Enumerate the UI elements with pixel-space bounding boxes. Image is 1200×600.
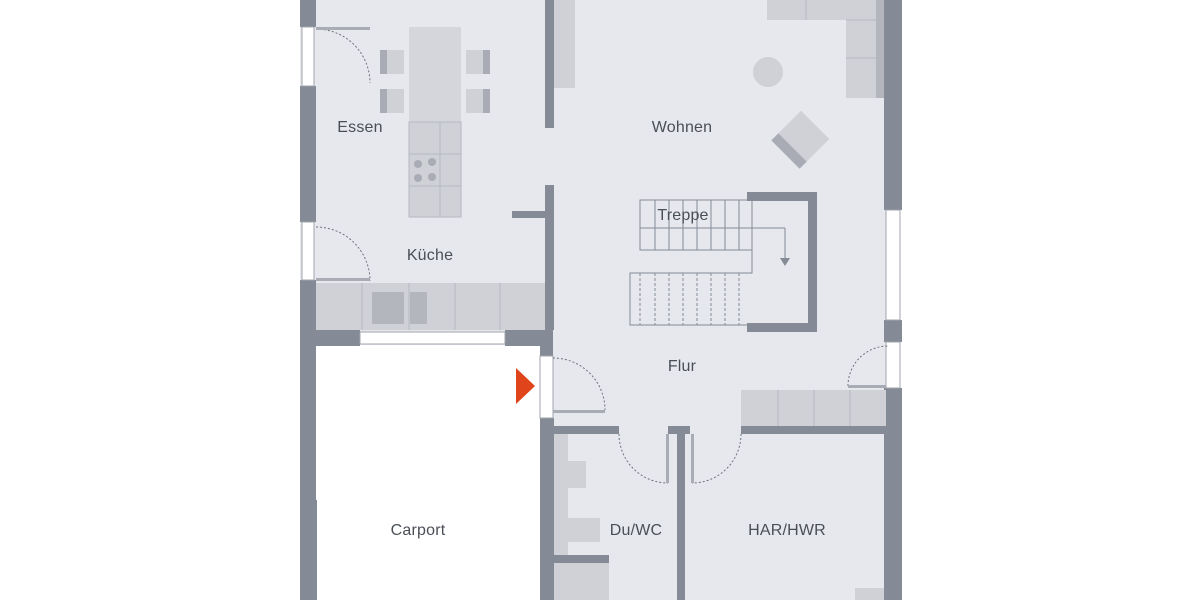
doors — [315, 28, 889, 484]
room-label-carport: Carport — [390, 522, 446, 539]
room-label-wohnen: Wohnen — [651, 119, 713, 136]
room-label-har-hwr: HAR/HWR — [748, 522, 826, 539]
room-label-treppe: Treppe — [657, 207, 709, 224]
entrance-arrow-icon — [516, 368, 535, 404]
room-label-essen: Essen — [337, 119, 383, 136]
windows — [301, 26, 901, 419]
staircase — [629, 199, 790, 326]
room-label-kueche: Küche — [406, 247, 454, 264]
room-label-du-wc: Du/WC — [609, 522, 663, 539]
room-label-flur: Flur — [667, 358, 697, 375]
walls — [300, 0, 902, 600]
